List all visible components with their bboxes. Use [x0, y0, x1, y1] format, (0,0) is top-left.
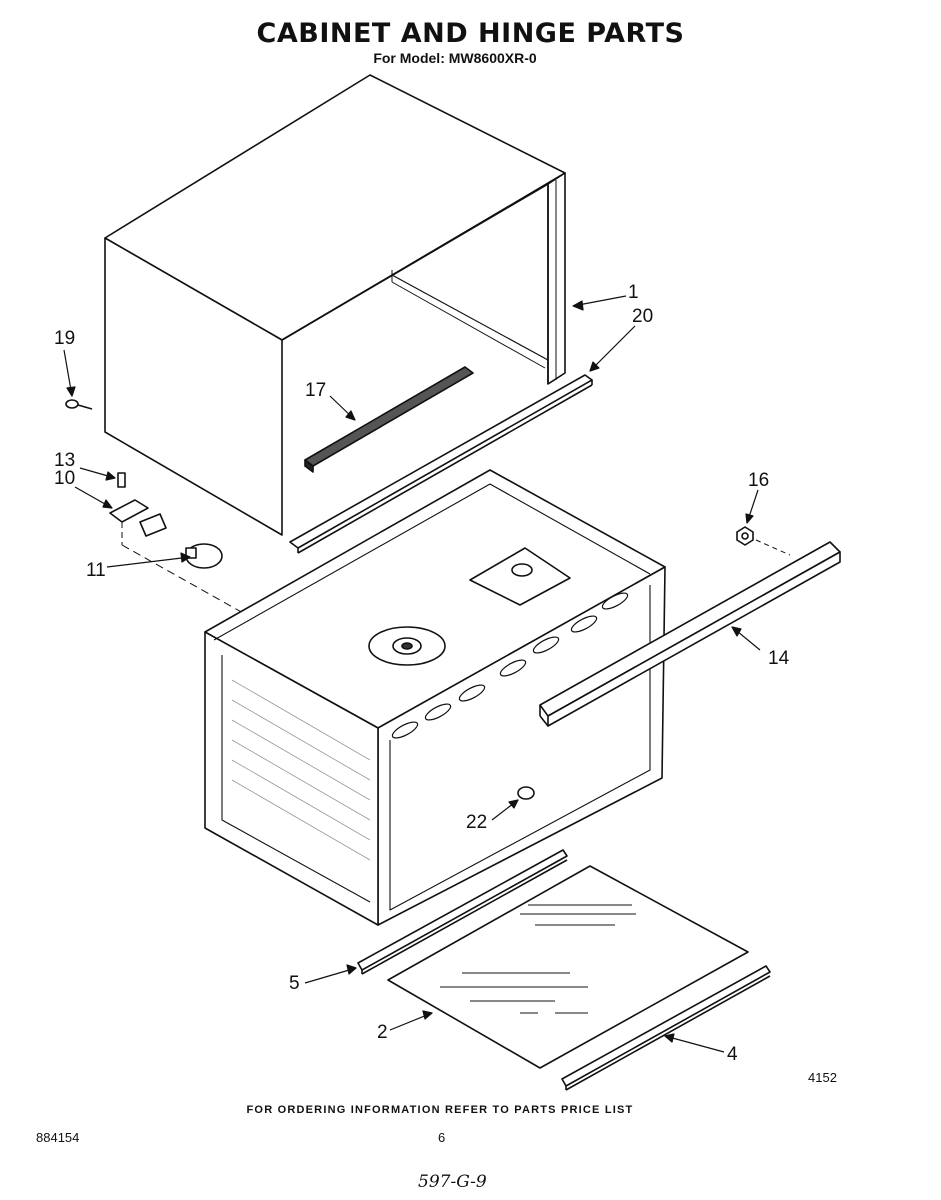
page-title: CABINET AND HINGE PARTS: [256, 18, 685, 49]
front-strip: [357, 849, 568, 975]
callout-5: 5: [289, 973, 300, 994]
chassis: [204, 469, 666, 926]
callout-11: 11: [86, 560, 106, 581]
figure-number: 4152: [808, 1070, 837, 1085]
cabinet-wrapper: [104, 74, 566, 536]
leader-lines: [63, 295, 761, 1053]
callout-4: 4: [727, 1044, 738, 1065]
hinge-rod: [539, 541, 841, 727]
callout-2: 2: [377, 1022, 388, 1043]
side-strip: [561, 965, 771, 1091]
model-subtitle: For Model: MW8600XR-0: [373, 50, 537, 66]
doc-number: 884154: [36, 1130, 80, 1145]
callout-22: 22: [466, 812, 488, 833]
callout-17: 17: [305, 380, 327, 401]
page-number: 6: [438, 1130, 446, 1145]
callout-13: 13: [54, 450, 76, 471]
screw: [65, 399, 93, 410]
callout-10: 10: [54, 468, 76, 489]
insulation-strip: [304, 366, 474, 473]
footer-note: FOR ORDERING INFORMATION REFER TO PARTS …: [246, 1104, 634, 1116]
callout-14: 14: [768, 648, 790, 669]
callout-19: 19: [54, 328, 76, 349]
nut: [736, 526, 791, 556]
bottom-rail: [289, 374, 593, 554]
callout-1: 1: [628, 282, 639, 303]
door-panel: [387, 865, 749, 1069]
hinge-assembly: [109, 472, 319, 656]
callout-20: 20: [632, 306, 654, 327]
callout-16: 16: [748, 470, 770, 491]
handwritten-date: 597-G-9: [418, 1172, 487, 1192]
